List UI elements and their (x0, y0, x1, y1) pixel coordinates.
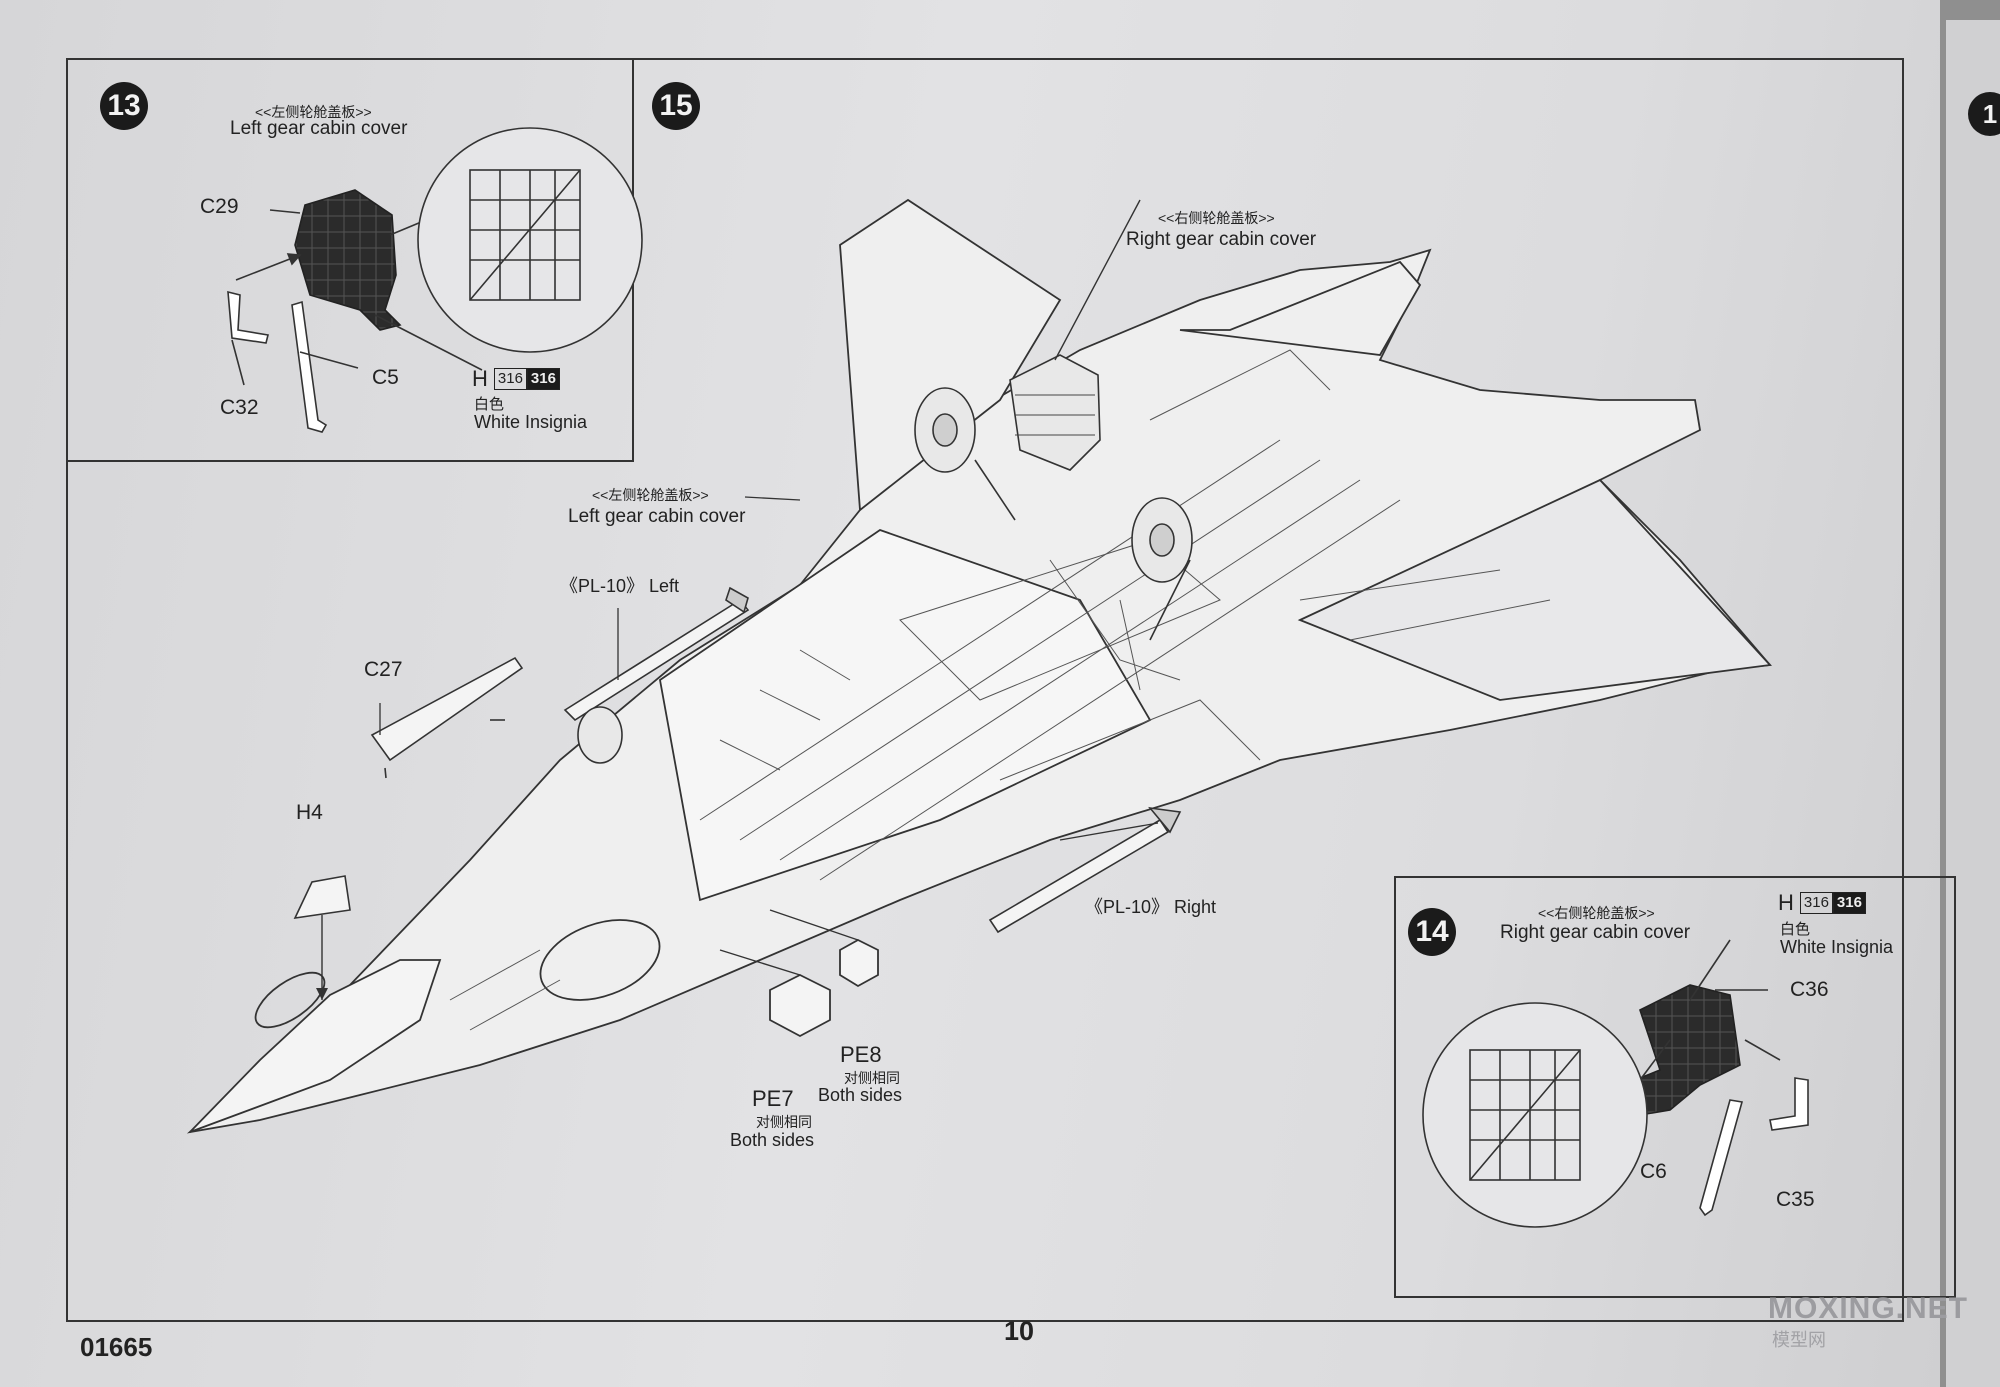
pl10-right-label: 《PL-10》 Right (1085, 897, 1217, 917)
part-c6-label: C6 (1640, 1160, 1667, 1183)
pe7-label: PE7 (752, 1086, 794, 1111)
paint-code-a: 316 (493, 368, 527, 390)
right-cover-cn: <<右侧轮舱盖板>> (1158, 210, 1275, 226)
step14-paint-code: H 316 316 (1778, 890, 1866, 916)
paint-code-b: 316 (1832, 892, 1866, 914)
c6-strut (1699, 1099, 1744, 1217)
pe7-note-en: Both sides (730, 1130, 815, 1150)
paint-code-b: 316 (526, 368, 560, 390)
part-c29-label: C29 (200, 195, 239, 218)
step15-detail-lines (449, 349, 1551, 1031)
left-wing (839, 198, 1062, 512)
pe8-hex (839, 938, 879, 988)
c27-part (370, 656, 524, 762)
c35-strut (1769, 1077, 1809, 1131)
step14-title-cn: <<右侧轮舱盖板>> (1538, 905, 1655, 921)
landing-gear (577, 387, 1193, 764)
pe7-note-cn: 对侧相同 (756, 1114, 812, 1130)
step13-title-en: Left gear cabin cover (230, 118, 408, 139)
step14-badge: 14 (1408, 908, 1456, 956)
step14-art (1422, 939, 1809, 1228)
step13-color-en: White Insignia (474, 412, 588, 432)
left-cover-en: Left gear cabin cover (568, 506, 746, 527)
part-c27-label: C27 (364, 658, 403, 681)
step15-badge: 15 (652, 82, 700, 130)
pe8-note-cn: 对侧相同 (844, 1070, 900, 1086)
pl10-right-missile (988, 806, 1182, 934)
c29-cover (294, 189, 402, 331)
part-c32-label: C32 (220, 396, 259, 419)
paint-code-letter: H (1778, 890, 1794, 915)
cockpit-canopy (189, 959, 442, 1133)
pe-parts (769, 938, 879, 1038)
right-gear-cover-15 (1009, 354, 1101, 471)
step14-color-en: White Insignia (1780, 937, 1894, 957)
part-h4-label: H4 (296, 801, 323, 824)
c5-strut (291, 300, 328, 433)
left-cover-cn: <<左侧轮舱盖板>> (592, 487, 709, 503)
pl10-left-label: 《PL-10》 Left (560, 576, 680, 596)
pe8-label: PE8 (840, 1042, 882, 1067)
next-step-badge: 1 (1968, 92, 2000, 136)
step14-color-cn: 白色 (1780, 921, 1811, 938)
h4-part (293, 875, 351, 920)
step14-frame (1394, 876, 1956, 1298)
step14-title-en: Right gear cabin cover (1500, 922, 1691, 943)
paint-code-letter: H (472, 366, 488, 391)
step14-detail-circle (1422, 1002, 1648, 1228)
left-tail (1179, 260, 1422, 356)
pe8-note-en: Both sides (818, 1085, 903, 1105)
pl10-left-missile (563, 586, 750, 722)
paint-code-a: 316 (1799, 892, 1833, 914)
step13-badge: 13 (100, 82, 148, 130)
step13-paint-code: H 316 316 (472, 366, 560, 392)
right-wing (1297, 478, 1772, 701)
step13-color-cn: 白色 (474, 396, 505, 413)
c36-cover (1634, 984, 1741, 1116)
c32-strut (227, 290, 269, 344)
pe7-hex (769, 973, 831, 1038)
part-c5-label: C5 (372, 366, 399, 389)
page-number: 10 (1004, 1316, 1035, 1346)
page-frame (66, 58, 1904, 1322)
step13-title-cn: <<左侧轮舱盖板>> (255, 104, 372, 120)
step13-art (227, 127, 643, 433)
watermark-main: MOXING.NET (1768, 1292, 1969, 1325)
right-cover-en: Right gear cabin cover (1126, 229, 1317, 250)
watermark-sub: 模型网 (1772, 1330, 1826, 1350)
step15-aircraft (186, 198, 1772, 1134)
catalog-code: 01665 (80, 1332, 153, 1362)
part-c36-label: C36 (1790, 978, 1829, 1001)
part-c35-label: C35 (1776, 1188, 1815, 1211)
